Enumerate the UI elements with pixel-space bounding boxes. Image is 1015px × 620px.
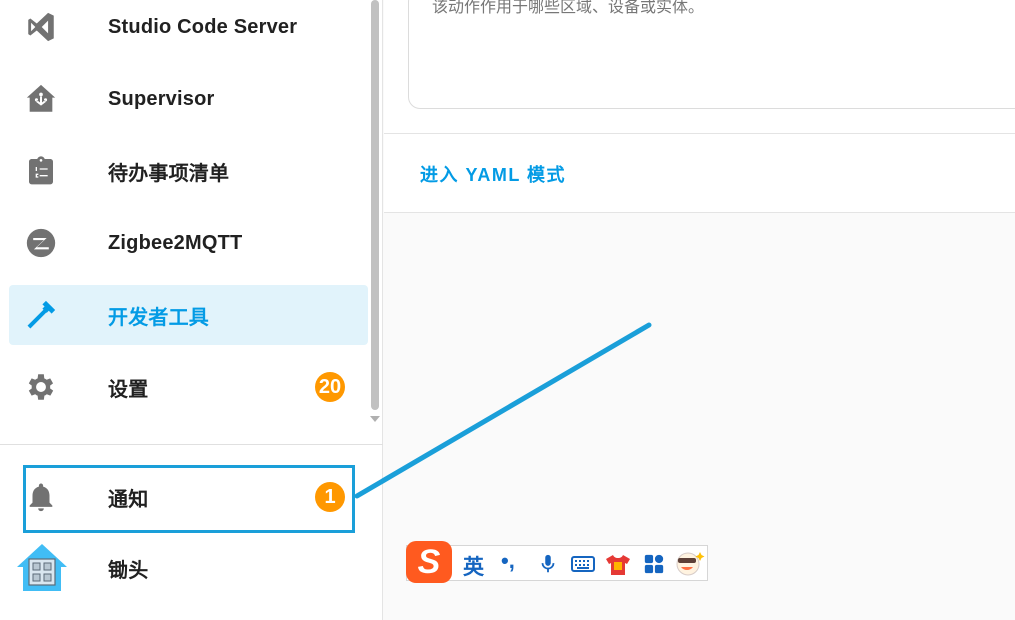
scroll-down-arrow-icon[interactable]	[370, 416, 380, 422]
target-selector-field[interactable]	[408, 0, 1015, 109]
sidebar-item-notifications[interactable]: 通知 1	[9, 467, 368, 527]
hammer-icon	[23, 299, 59, 331]
notification-count-badge: 20	[315, 372, 345, 402]
sidebar-item-label: 开发者工具	[108, 306, 209, 329]
apps-grid-icon[interactable]	[643, 553, 665, 575]
sidebar-item-label: Supervisor	[108, 87, 215, 110]
vscode-icon	[23, 11, 59, 43]
home-assistant-supervisor-icon	[23, 83, 59, 115]
sidebar-scrollbar[interactable]	[371, 0, 379, 410]
ime-punctuation-toggle[interactable]: •,	[501, 548, 515, 573]
notification-count-badge: 1	[315, 482, 345, 512]
skin-shirt-icon[interactable]	[605, 553, 631, 575]
sidebar-item-supervisor[interactable]: Supervisor	[9, 69, 368, 129]
enter-yaml-mode-button[interactable]: 进入 YAML 模式	[420, 165, 567, 185]
sidebar-item-developer-tools[interactable]: 开发者工具	[9, 285, 368, 345]
sidebar-item-label: 待办事项清单	[108, 162, 230, 185]
sidebar-item-label: Studio Code Server	[108, 15, 298, 38]
sidebar-item-settings[interactable]: 设置 20	[9, 357, 368, 417]
user-avatar-icon	[15, 540, 69, 594]
sidebar-item-user-profile[interactable]: 锄头	[9, 538, 368, 598]
mascot-icon[interactable]	[675, 549, 705, 576]
bell-icon	[23, 481, 59, 513]
microphone-icon[interactable]	[537, 553, 559, 575]
ime-language-toggle[interactable]: 英	[463, 556, 484, 579]
clipboard-list-icon	[23, 155, 59, 187]
sidebar-item-zigbee2mqtt[interactable]: Zigbee2MQTT	[9, 213, 368, 273]
sidebar-item-label: 设置	[108, 378, 149, 401]
zigbee-icon	[23, 227, 59, 259]
sidebar-item-label: 通知	[108, 488, 149, 511]
sidebar: Studio Code Server Supervisor 待办事项清单 Zig…	[0, 0, 383, 620]
sidebar-item-label: 锄头	[108, 559, 149, 582]
sidebar-divider	[0, 444, 383, 445]
gear-icon	[23, 371, 59, 403]
target-helper-text: 该动作作用于哪些区域、设备或实体。	[432, 0, 705, 16]
sidebar-item-studio-code-server[interactable]: Studio Code Server	[9, 0, 368, 57]
target-selector-card: 该动作作用于哪些区域、设备或实体。	[384, 0, 1015, 134]
ime-toolbar[interactable]: S 英 •,	[406, 541, 708, 583]
card-actions: 进入 YAML 模式	[384, 134, 1015, 213]
annotation-highlight-box	[23, 465, 355, 533]
sogou-logo-icon[interactable]: S	[406, 541, 452, 583]
sidebar-item-todo-list[interactable]: 待办事项清单	[9, 141, 368, 201]
keyboard-icon[interactable]	[571, 553, 595, 575]
sidebar-item-label: Zigbee2MQTT	[108, 231, 243, 254]
main-content: 该动作作用于哪些区域、设备或实体。 进入 YAML 模式	[384, 0, 1015, 620]
